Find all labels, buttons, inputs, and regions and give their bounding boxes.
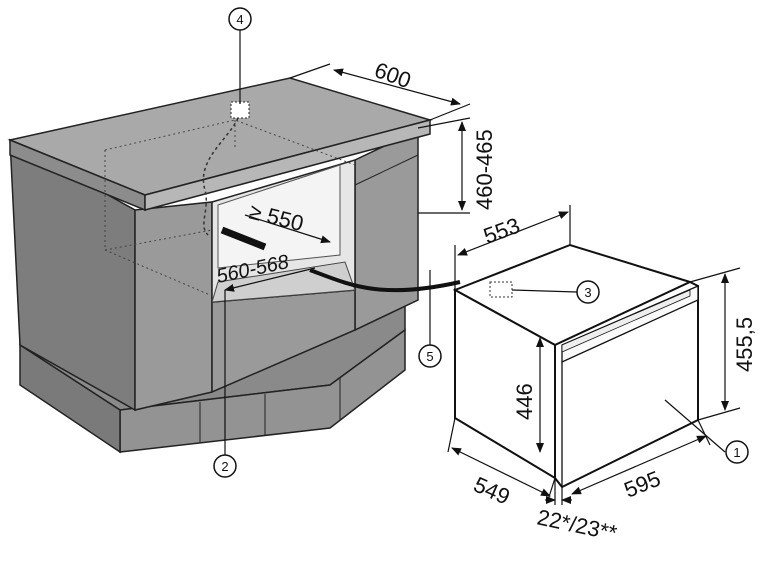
callout-5: 5 [418, 344, 442, 368]
svg-text:5: 5 [426, 349, 433, 364]
dim-oven-front-width: 595 [621, 466, 664, 503]
dim-oven-body-height: 446 [512, 383, 537, 420]
svg-text:2: 2 [221, 459, 228, 474]
callout-2: 2 [213, 454, 237, 478]
dim-oven-front-height: 455,5 [732, 317, 757, 372]
kitchen-cabinet [7, 77, 433, 454]
callout-3: 3 [576, 280, 600, 304]
dim-oven-body-depth: 549 [470, 472, 514, 510]
svg-text:3: 3 [584, 285, 591, 300]
callout-1: 1 [725, 440, 749, 464]
dim-oven-depth-top: 553 [480, 213, 523, 249]
svg-text:4: 4 [236, 12, 243, 27]
svg-text:1: 1 [733, 445, 740, 460]
electrical-socket [230, 101, 250, 119]
power-cable [309, 268, 461, 293]
dim-front-thickness: 22*/23** [535, 504, 620, 545]
dim-niche-height: 460-465 [472, 129, 497, 210]
cabinet-front-left [134, 201, 213, 411]
oven-connection-box [489, 281, 513, 298]
built-in-oven [452, 243, 699, 489]
callout-4: 4 [228, 7, 252, 31]
dim-countertop-depth: 600 [371, 57, 414, 93]
